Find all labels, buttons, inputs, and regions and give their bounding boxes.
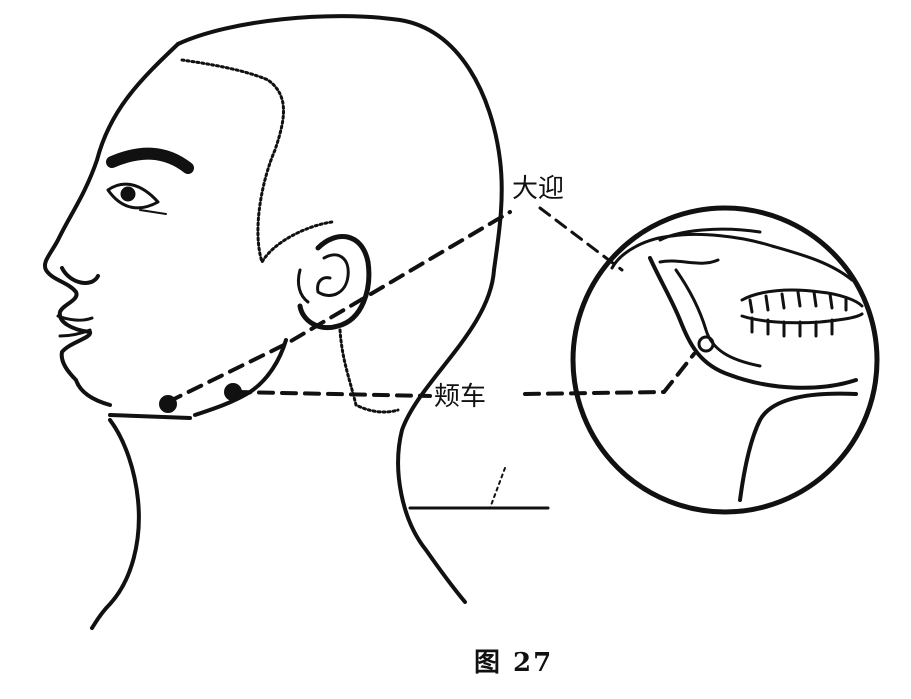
eye [106, 182, 160, 210]
acupoint-jiache-dot [224, 383, 242, 401]
mandible [648, 256, 858, 390]
chin-underline [108, 413, 192, 420]
eye-line [139, 209, 167, 215]
inset-neck [738, 391, 858, 502]
figure-caption: 图 27 [474, 648, 554, 678]
inset-circle [570, 205, 880, 515]
pupil [120, 186, 136, 202]
inset-point-marker [697, 335, 715, 353]
ear-lobe [296, 268, 310, 304]
acupoint-daying-dot [159, 395, 177, 413]
ear-inner [316, 253, 350, 297]
jaw-dotted [338, 328, 400, 414]
neck-back [396, 268, 496, 604]
neck-front [90, 418, 141, 630]
leader-lower [234, 352, 696, 398]
mandible-ramus [674, 268, 762, 368]
head-crown [176, 14, 504, 272]
neck-dashed-marker [489, 467, 506, 509]
nose [60, 266, 100, 285]
eyebrow [106, 147, 194, 174]
lips [56, 314, 94, 338]
teeth-lower [740, 312, 864, 338]
teeth-upper [740, 288, 864, 314]
face-profile [43, 42, 180, 407]
leader-upper [166, 210, 512, 404]
skull-zygomatic [610, 232, 854, 282]
label-jiache: 颊车 [434, 382, 487, 412]
hairline [180, 58, 334, 264]
label-daying: 大迎 [512, 174, 565, 204]
skull-temporal [658, 227, 762, 265]
